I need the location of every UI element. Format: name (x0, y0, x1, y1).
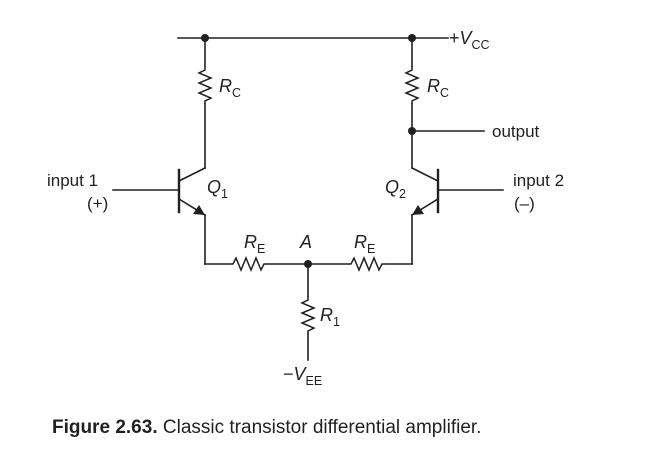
figure-caption: Figure 2.63. Classic transistor differen… (52, 417, 481, 439)
q2-emitter-arrow (412, 205, 424, 215)
output-label: output (492, 122, 540, 141)
resistor-rc-right (404, 66, 420, 104)
rc-left-label: RC (219, 76, 241, 100)
re-right-label: RE (354, 232, 375, 256)
input2-label: input 2 (513, 171, 564, 190)
figure-caption-text: Classic transistor differential amplifie… (162, 417, 482, 438)
node-a-label: A (299, 232, 312, 252)
re-left-label: RE (244, 232, 265, 256)
q2-collector-lead (410, 166, 440, 183)
figure-number: Figure 2.63. (52, 417, 158, 438)
input1-sign: (+) (87, 194, 108, 213)
q2-label: Q2 (385, 177, 406, 201)
resistor-re-left (229, 256, 268, 272)
resistor-r1 (300, 296, 316, 334)
rc-right-label: RC (427, 76, 449, 100)
q1-emitter-arrow (193, 205, 205, 215)
q1-label: Q1 (207, 177, 228, 201)
resistor-re-right (347, 256, 386, 272)
resistor-rc-left (197, 66, 213, 104)
r1-label: R1 (320, 305, 340, 329)
q1-collector-lead (177, 166, 207, 183)
vcc-label: +VCC (449, 28, 490, 52)
input1-label: input 1 (47, 171, 98, 190)
vee-label: −VEE (283, 364, 322, 388)
input2-sign: (–) (514, 194, 535, 213)
